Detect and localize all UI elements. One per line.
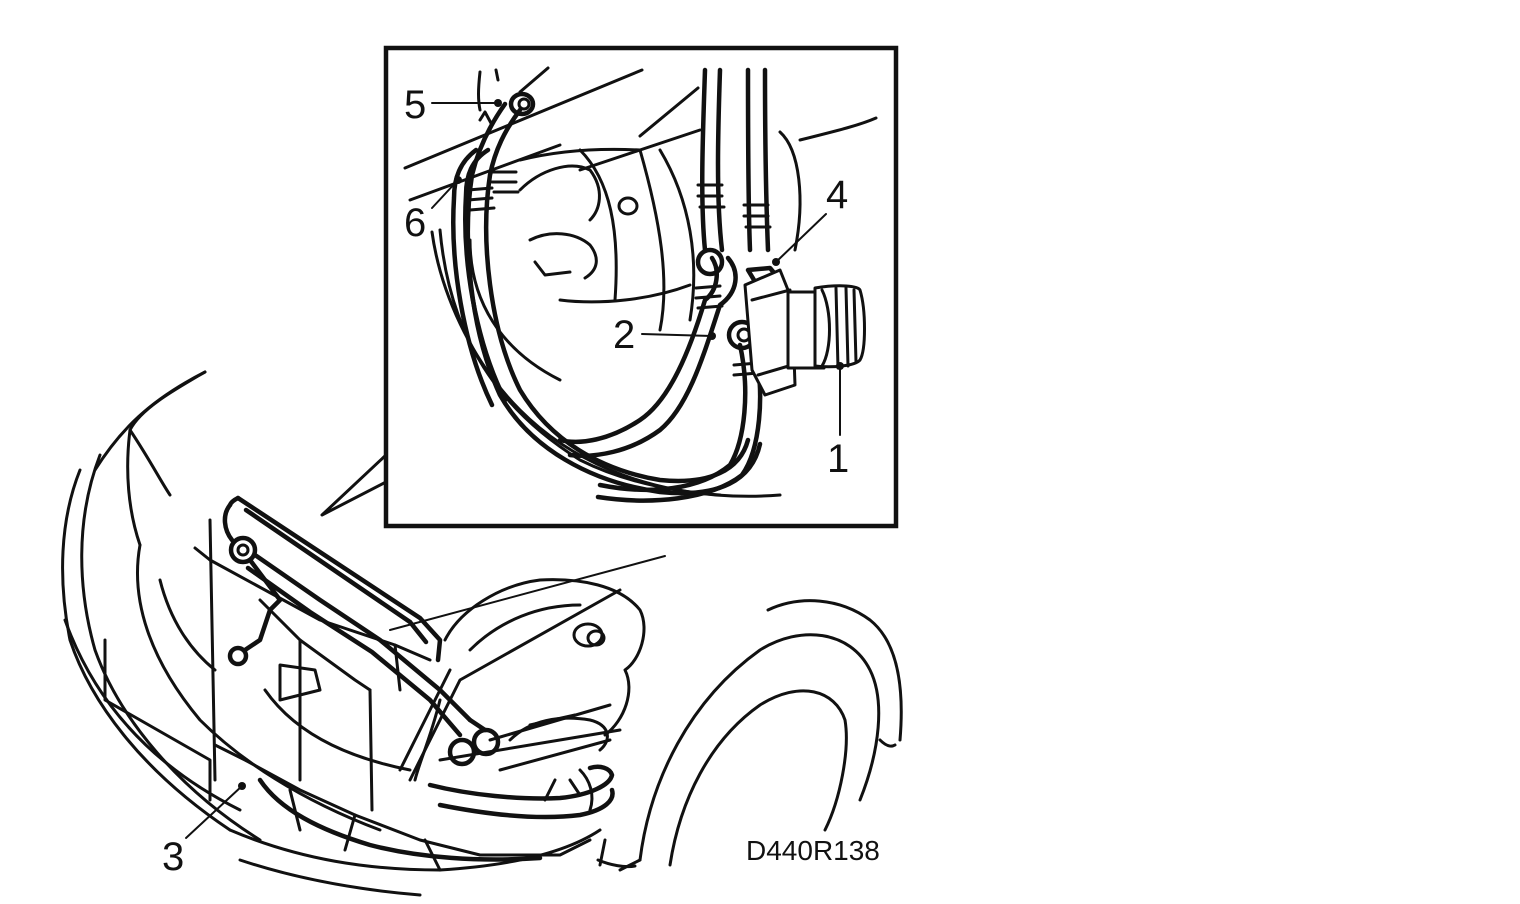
callout-4: 4 <box>826 173 848 217</box>
callout-2: 2 <box>613 313 635 357</box>
car-front-view <box>61 370 903 897</box>
callout-1: 1 <box>827 437 849 481</box>
callout-leaders <box>185 99 844 839</box>
callout-3: 3 <box>162 835 184 879</box>
detail-inset <box>320 45 899 529</box>
callout-6: 6 <box>404 201 426 245</box>
figure-code: D440R138 <box>746 835 880 866</box>
callout-5: 5 <box>404 83 426 127</box>
